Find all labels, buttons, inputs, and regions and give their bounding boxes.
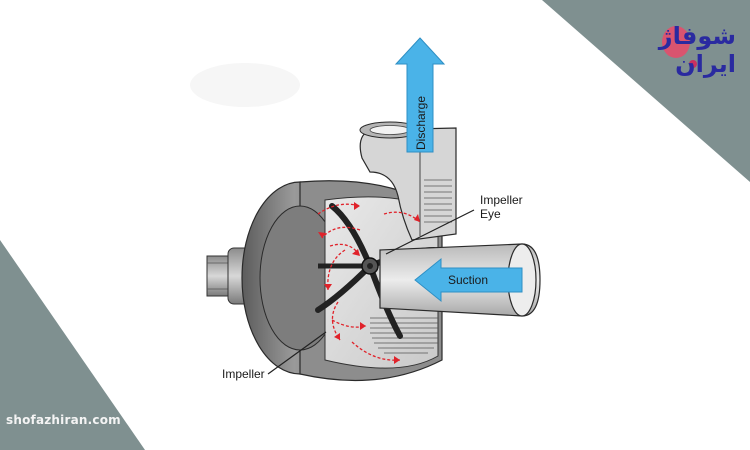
impeller-label: Impeller [222, 367, 265, 381]
logo-icon [662, 26, 697, 68]
discharge-arrow [394, 37, 446, 153]
suction-label: Suction [448, 273, 488, 287]
discharge-label: Discharge [414, 96, 428, 150]
impeller-leader [267, 331, 327, 375]
brand-logo-text: شوفاژ ایران [658, 22, 736, 78]
background-smudge [190, 63, 300, 107]
bottom-left-corner-band [0, 240, 145, 450]
casing-hatching [370, 317, 438, 354]
flow-arrowheads [318, 202, 420, 364]
suction-arrow [414, 257, 523, 303]
impeller-eye-leader [385, 209, 475, 255]
pump-casing [241, 180, 443, 382]
top-right-corner-band [542, 0, 750, 182]
impeller-eye-label: Impeller Eye [480, 193, 523, 221]
site-watermark: shofazhiran.com [6, 413, 121, 427]
